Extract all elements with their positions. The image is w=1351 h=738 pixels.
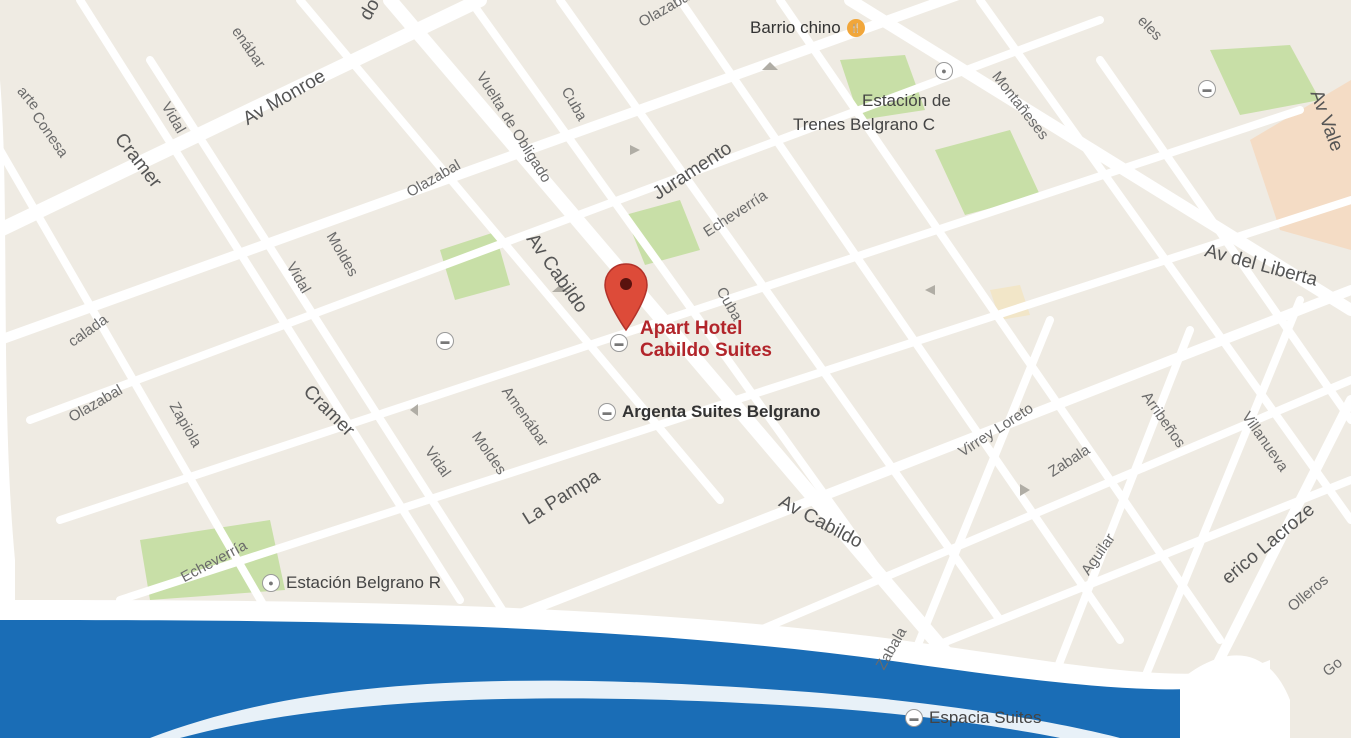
left-frame-edge	[0, 80, 15, 738]
wave-crest	[1180, 655, 1290, 738]
hotel-icon: ▬	[436, 332, 454, 350]
poi-train-station-icon-marker[interactable]: ●	[935, 62, 953, 80]
train-station-icon: ●	[262, 574, 280, 592]
hotel-icon: ▬	[1198, 80, 1216, 98]
poi-label-line1: Estación de	[862, 91, 951, 110]
poi-label: Estación Belgrano R	[286, 573, 441, 592]
hotel-icon: ▬	[598, 403, 616, 421]
hotel-icon: ▬	[905, 709, 923, 727]
poi-label: Espacia Suites	[929, 708, 1042, 727]
poi-espacia-suites[interactable]: ▬ Espacia Suites	[905, 708, 1041, 728]
poi-estacion-belgrano-c[interactable]: Estación de	[862, 90, 951, 112]
poi-label: Barrio chino	[750, 18, 841, 37]
park	[840, 55, 925, 120]
hotel-icon: ▬	[610, 334, 628, 352]
restaurant-icon: 🍴	[846, 19, 865, 37]
marker-title-line1: Apart Hotel	[640, 318, 743, 339]
marker-title-line2: Cabildo Suites	[640, 340, 772, 361]
poi-estacion-belgrano-c-line2: Trenes Belgrano C	[793, 115, 936, 134]
poi-barrio-chino[interactable]: Barrio chino 🍴	[750, 18, 865, 38]
wave-inner	[180, 698, 1060, 738]
poi-hotel-marker[interactable]: ▬	[436, 332, 454, 350]
poi-estacion-belgrano-r[interactable]: ● Estación Belgrano R	[262, 573, 441, 593]
poi-apart-hotel-icon: ▬	[610, 334, 628, 352]
park	[1210, 45, 1320, 115]
park	[935, 130, 1040, 215]
road-arrows	[410, 62, 1030, 496]
map-pin-icon[interactable]	[602, 262, 650, 332]
poi-label: Argenta Suites Belgrano	[622, 402, 821, 421]
marker-title-apart-hotel-cabildo-suites[interactable]: Apart Hotel Cabildo Suites	[640, 318, 772, 362]
poi-argenta-suites[interactable]: ▬ Argenta Suites Belgrano	[598, 402, 820, 422]
train-station-icon: ●	[935, 62, 953, 80]
poi-hotel-marker[interactable]: ▬	[1198, 80, 1216, 98]
